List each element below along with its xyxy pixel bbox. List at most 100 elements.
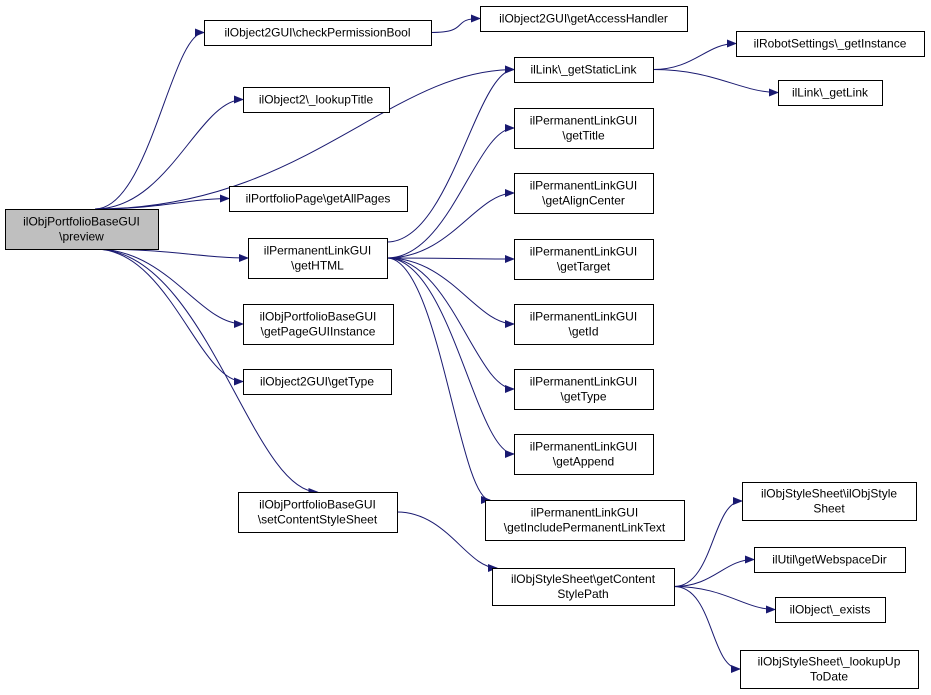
node-box-preview[interactable] (5, 209, 159, 250)
node-box-robotGetInstance[interactable] (736, 31, 925, 57)
node-box-getAlignCenter[interactable] (514, 173, 654, 214)
node-label-getContentStylePath-1: StylePath (557, 587, 608, 601)
node-label-getAppend-0: ilPermanentLinkGUI (530, 440, 637, 454)
node-checkPermissionBool[interactable]: ilObject2GUI\checkPermissionBool (204, 20, 432, 46)
node-box-getWebspaceDir[interactable] (754, 547, 906, 573)
node-label-getTypeObj-0: ilObject2GUI\getType (260, 375, 374, 389)
node-getAppend[interactable]: ilPermanentLinkGUI\getAppend (514, 434, 654, 475)
node-box-getTarget[interactable] (514, 239, 654, 280)
node-getAccessHandler[interactable]: ilObject2GUI\getAccessHandler (480, 6, 688, 32)
node-box-getId[interactable] (514, 304, 654, 345)
node-box-getStaticLink[interactable] (514, 57, 654, 83)
edge-getHTML-to-getTarget (386, 254, 515, 263)
edge-getHTML-to-getId (386, 257, 515, 328)
node-label-styleCtor-1: Sheet (813, 502, 845, 516)
node-label-getTarget-1: \getTarget (557, 260, 611, 274)
node-box-getIncludePermanentLinkText[interactable] (485, 500, 685, 541)
node-label-objExists-0: ilObject\_exists (790, 603, 871, 617)
node-getStaticLink[interactable]: ilLink\_getStaticLink (514, 57, 654, 83)
node-getAlignCenter[interactable]: ilPermanentLinkGUI\getAlignCenter (514, 173, 654, 214)
node-label-getStaticLink-0: ilLink\_getStaticLink (530, 63, 637, 77)
node-box-getTitle[interactable] (514, 108, 654, 149)
edge-getContentStylePath-to-styleCtor (673, 497, 743, 587)
node-label-getId-0: ilPermanentLinkGUI (530, 310, 637, 324)
node-box-checkPermissionBool[interactable] (204, 20, 432, 46)
node-box-getTypeLink[interactable] (514, 369, 654, 410)
node-label-getLink-0: ilLink\_getLink (792, 86, 869, 100)
node-label-getWebspaceDir-0: ilUtil\getWebspaceDir (772, 553, 887, 567)
node-getWebspaceDir[interactable]: ilUtil\getWebspaceDir (754, 547, 906, 573)
edge-getContentStylePath-to-getWebspaceDir (673, 555, 755, 587)
node-preview[interactable]: ilObjPortfolioBaseGUI\preview (5, 209, 159, 250)
edge-checkPermissionBool-to-getAccessHandler (430, 14, 481, 33)
edge-getHTML-to-getTitle (386, 124, 515, 259)
node-label-getAlignCenter-0: ilPermanentLinkGUI (530, 179, 637, 193)
node-box-setContentStyleSheet[interactable] (238, 492, 398, 533)
node-lookupTitle[interactable]: ilObject2\_lookupTitle (243, 87, 390, 113)
edge-getStaticLink-to-robotGetInstance (652, 39, 737, 70)
node-getTarget[interactable]: ilPermanentLinkGUI\getTarget (514, 239, 654, 280)
node-getIncludePermanentLinkText[interactable]: ilPermanentLinkGUI\getIncludePermanentLi… (485, 500, 685, 541)
node-setContentStyleSheet[interactable]: ilObjPortfolioBaseGUI\setContentStyleShe… (238, 492, 398, 533)
node-label-lookupUpToDate-0: ilObjStyleSheet\_lookupUp (758, 655, 901, 669)
node-box-getAccessHandler[interactable] (480, 6, 688, 32)
node-getAllPages[interactable]: ilPortfolioPage\getAllPages (229, 186, 408, 212)
node-box-getLink[interactable] (778, 80, 883, 106)
node-box-lookupUpToDate[interactable] (740, 650, 919, 689)
node-label-getPageGUIInstance-1: \getPageGUIInstance (261, 325, 376, 339)
node-label-getHTML-0: ilPermanentLinkGUI (264, 244, 371, 258)
node-objExists[interactable]: ilObject\_exists (775, 597, 886, 623)
edge-getContentStylePath-to-lookupUpToDate (673, 586, 741, 673)
edge-getHTML-to-getTypeLink (386, 257, 515, 393)
node-label-getTypeLink-0: ilPermanentLinkGUI (530, 375, 637, 389)
nodes-layer: ilObjPortfolioBaseGUI\previewilObject2GU… (5, 6, 925, 689)
node-box-getTypeObj[interactable] (243, 369, 392, 395)
node-getPageGUIInstance[interactable]: ilObjPortfolioBaseGUI\getPageGUIInstance (243, 304, 394, 345)
node-label-getTitle-0: ilPermanentLinkGUI (530, 114, 637, 128)
edge-getHTML-to-getIncludePermanentLinkText (386, 257, 491, 504)
node-box-styleCtor[interactable] (742, 482, 917, 521)
node-getId[interactable]: ilPermanentLinkGUI\getId (514, 304, 654, 345)
node-getTitle[interactable]: ilPermanentLinkGUI\getTitle (514, 108, 654, 149)
node-label-styleCtor-0: ilObjStyleSheet\ilObjStyle (761, 487, 897, 501)
node-getTypeObj[interactable]: ilObject2GUI\getType (243, 369, 392, 395)
node-label-lookupUpToDate-1: ToDate (810, 670, 848, 684)
node-label-getAppend-1: \getAppend (553, 455, 614, 469)
node-label-setContentStyleSheet-0: ilObjPortfolioBaseGUI (259, 498, 376, 512)
node-getTypeLink[interactable]: ilPermanentLinkGUI\getType (514, 369, 654, 410)
node-label-preview-1: \preview (59, 230, 104, 244)
node-box-getHTML[interactable] (248, 238, 388, 279)
node-label-lookupTitle-0: ilObject2\_lookupTitle (259, 93, 374, 107)
node-label-getId-1: \getId (568, 325, 598, 339)
node-box-getAppend[interactable] (514, 434, 654, 475)
edge-preview-to-getTypeObj (94, 248, 244, 386)
node-robotGetInstance[interactable]: ilRobotSettings\_getInstance (736, 31, 925, 57)
edges-layer (94, 14, 779, 673)
edge-preview-to-getStaticLink (94, 65, 515, 210)
node-label-getAllPages-0: ilPortfolioPage\getAllPages (246, 192, 391, 206)
node-styleCtor[interactable]: ilObjStyleSheet\ilObjStyleSheet (742, 482, 917, 521)
node-box-getAllPages[interactable] (229, 186, 408, 212)
node-box-getContentStylePath[interactable] (492, 568, 675, 606)
edge-preview-to-setContentStyleSheet (94, 248, 319, 496)
edge-getHTML-to-getAlignCenter (386, 189, 515, 259)
edge-getContentStylePath-to-objExists (673, 586, 776, 614)
node-box-objExists[interactable] (775, 597, 886, 623)
node-box-lookupTitle[interactable] (243, 87, 390, 113)
node-getLink[interactable]: ilLink\_getLink (778, 80, 883, 106)
node-label-checkPermissionBool-0: ilObject2GUI\checkPermissionBool (224, 26, 410, 40)
node-box-getPageGUIInstance[interactable] (243, 304, 394, 345)
edge-preview-to-getAllPages (94, 194, 230, 210)
node-label-getIncludePermanentLinkText-0: ilPermanentLinkGUI (531, 506, 638, 520)
node-label-getTypeLink-1: \getType (560, 390, 606, 404)
edge-setContentStyleSheet-to-getContentStylePath (396, 511, 498, 572)
node-label-getPageGUIInstance-0: ilObjPortfolioBaseGUI (260, 310, 377, 324)
node-label-robotGetInstance-0: ilRobotSettings\_getInstance (754, 37, 907, 51)
node-getHTML[interactable]: ilPermanentLinkGUI\getHTML (248, 238, 388, 279)
node-label-getAlignCenter-1: \getAlignCenter (542, 194, 625, 208)
edge-getHTML-to-getAppend (386, 257, 515, 458)
